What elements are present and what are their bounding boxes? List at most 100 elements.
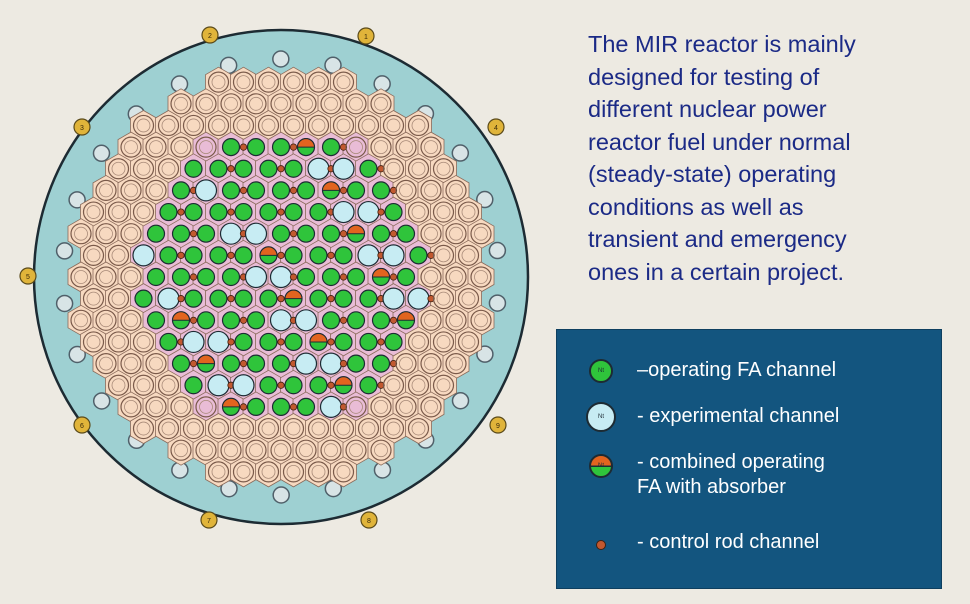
control-rod-channel xyxy=(339,230,348,238)
operating-fa-channel xyxy=(384,202,403,222)
graphite-hole xyxy=(345,439,367,461)
operating-fa-channel xyxy=(259,289,278,308)
graphite-hole-inner xyxy=(149,399,163,414)
legend-label: - combined operating FA with absorber xyxy=(637,451,825,498)
graphite-hole-inner xyxy=(449,270,463,284)
graphite-hole-inner xyxy=(374,96,388,111)
graphite-hole xyxy=(457,288,480,310)
graphite-hole-inner xyxy=(136,205,151,219)
graphite-hole xyxy=(232,461,255,483)
operating-fa-channel xyxy=(209,289,228,308)
experimental-channel xyxy=(319,395,343,418)
control-rod-channel xyxy=(339,359,348,368)
operating-fa-channel xyxy=(321,311,341,330)
legend-label: –operating FA channel xyxy=(637,359,837,381)
control-rod-channel xyxy=(339,403,348,411)
graphite-hole-inner xyxy=(436,205,451,219)
experimental-channel xyxy=(382,287,405,310)
graphite-hole-inner xyxy=(336,421,351,436)
experimental-channel xyxy=(407,287,430,310)
graphite-hole xyxy=(395,353,417,375)
graphite-hole-inner xyxy=(261,75,276,90)
graphite-hole xyxy=(370,93,392,115)
graphite-hole xyxy=(257,417,280,440)
operating-fa-channel xyxy=(321,267,341,287)
operating-fa-channel xyxy=(346,311,366,330)
graphite-hole-inner xyxy=(136,161,151,176)
graphite-hole-inner xyxy=(161,421,176,436)
experimental-channel-symbol: Nt xyxy=(586,402,616,432)
graphite-hole xyxy=(232,71,255,93)
control-rod-channel xyxy=(289,230,298,238)
control-rod-channel xyxy=(339,186,348,194)
graphite-hole xyxy=(395,136,417,158)
operating-fa-channel xyxy=(271,354,291,373)
graphite-hole-inner xyxy=(161,118,176,133)
graphite-hole xyxy=(357,114,380,137)
operating-fa-channel xyxy=(296,397,316,416)
graphite-hole xyxy=(320,439,342,461)
operating-fa-channel xyxy=(371,311,391,330)
control-rod-channel xyxy=(327,338,335,346)
graphite-hole xyxy=(157,374,180,396)
graphite-hole xyxy=(95,309,117,331)
control-rod-channel xyxy=(239,143,248,151)
graphite-hole xyxy=(232,114,255,137)
graphite-hole-inner xyxy=(86,291,101,306)
graphite-hole-inner xyxy=(124,399,138,414)
control-rod-channel xyxy=(289,186,298,194)
graphite-hole-inner xyxy=(461,205,476,219)
graphite-hole-inner xyxy=(424,226,438,241)
graphite-hole xyxy=(157,158,180,180)
legend-item-operating-fa: Nt –operating FA channel xyxy=(557,356,941,386)
graphite-hole xyxy=(432,374,455,396)
rim-tube xyxy=(272,50,290,68)
graphite-hole xyxy=(445,179,467,201)
graphite-hole xyxy=(407,417,430,440)
graphite-hole-inner xyxy=(336,75,351,90)
experimental-channel xyxy=(357,200,380,224)
control-rod-channel xyxy=(239,186,248,194)
rim-marker: 5 xyxy=(19,267,37,285)
graphite-hole-inner xyxy=(424,140,438,155)
rim-tube xyxy=(68,345,86,364)
legend-item-combined: Nt - combined operating FA with absorber xyxy=(557,448,941,504)
control-rod-channel xyxy=(389,230,398,238)
graphite-hole-inner xyxy=(461,335,476,349)
control-rod-channel xyxy=(289,273,298,281)
experimental-channel xyxy=(207,374,230,397)
marker-label: 3 xyxy=(80,125,84,132)
operating-fa-channel xyxy=(184,376,203,395)
graphite-hole-inner xyxy=(261,421,276,436)
operating-fa-channel xyxy=(171,181,191,200)
graphite-hole xyxy=(395,179,417,201)
graphite-hole-inner xyxy=(424,270,438,284)
rim-marker: 1 xyxy=(357,27,375,45)
operating-fa-channel xyxy=(396,224,416,243)
control-rod-channel xyxy=(189,230,198,238)
graphite-hole-inner xyxy=(361,421,376,436)
operating-fa-channel xyxy=(184,289,203,308)
graphite-hole xyxy=(207,417,230,440)
graphite-hole xyxy=(370,136,392,158)
control-rod-channel xyxy=(339,316,348,324)
graphite-hole-inner xyxy=(111,291,126,306)
operating-fa-channel xyxy=(171,267,191,287)
operating-fa-channel xyxy=(221,138,241,157)
graphite-hole-inner xyxy=(249,443,263,458)
graphite-hole-inner xyxy=(136,378,151,393)
operating-fa-channel xyxy=(209,246,228,265)
operating-fa-symbol: Nt xyxy=(589,359,613,383)
graphite-hole-inner xyxy=(436,335,451,349)
graphite-hole xyxy=(295,93,317,115)
absorber-half xyxy=(196,354,216,365)
graphite-hole xyxy=(457,201,480,223)
control-rod-channel xyxy=(277,338,285,346)
operating-fa-channel xyxy=(371,224,391,243)
control-rod-channel xyxy=(377,165,385,173)
experimental-channel xyxy=(182,330,205,354)
graphite-hole xyxy=(382,158,405,180)
rim-marker: 9 xyxy=(489,416,507,434)
control-rod-channel xyxy=(289,143,298,151)
